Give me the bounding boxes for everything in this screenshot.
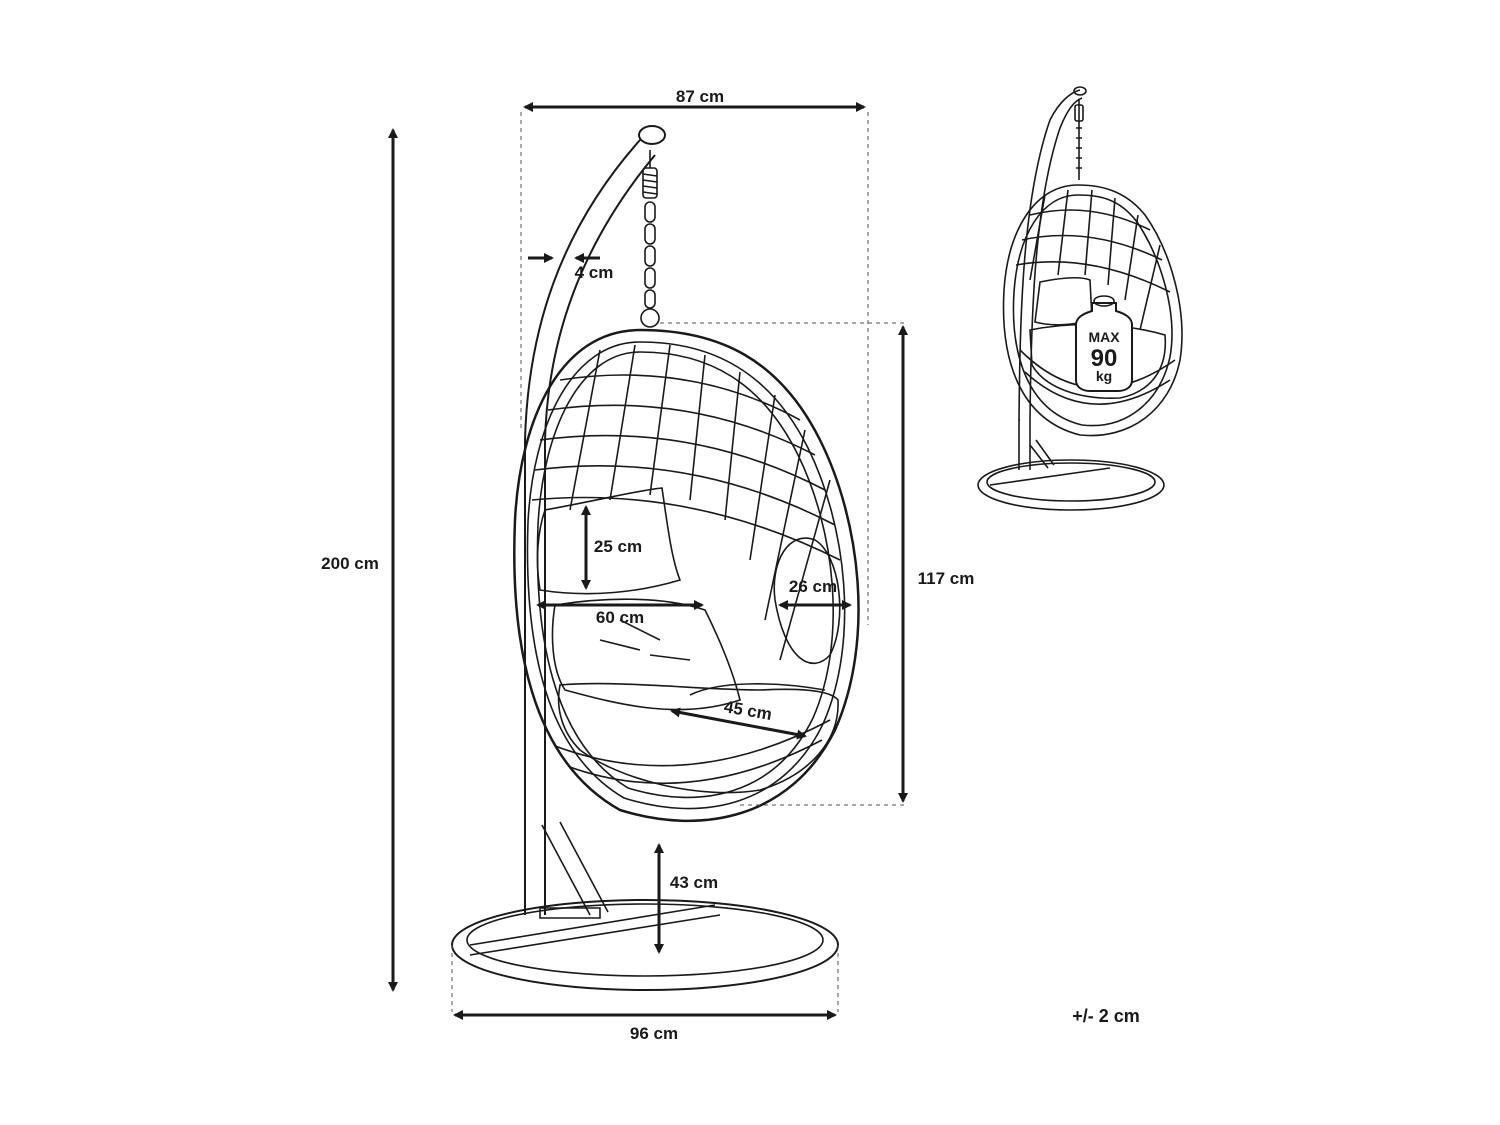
- weight-capacity-chair-drawing: MAX 90 kg: [977, 86, 1183, 511]
- hanging-chain: [640, 150, 660, 328]
- label-seat-width: 60 cm: [596, 608, 644, 627]
- weight-badge-line2: 90: [1091, 345, 1118, 372]
- tolerance-note: +/- 2 cm: [1072, 1006, 1140, 1026]
- weight-badge-line1: MAX: [1088, 329, 1120, 345]
- label-side-opening: 26 cm: [789, 577, 837, 596]
- stand-base: [451, 899, 839, 991]
- label-ground-clearance: 43 cm: [670, 873, 718, 892]
- egg-chair-shell: [513, 328, 860, 823]
- back-cushion: [536, 487, 682, 595]
- weight-badge-line3: kg: [1096, 368, 1112, 384]
- label-total-height: 200 cm: [321, 554, 379, 573]
- max-weight-badge: MAX 90 kg: [1075, 295, 1133, 392]
- label-pole-width: 4 cm: [575, 263, 614, 282]
- stand-pole: [524, 125, 666, 919]
- dimension-labels: 87 cm 4 cm 200 cm 117 cm 25 cm 60 cm 26 …: [321, 87, 1140, 1043]
- label-base-diameter: 96 cm: [630, 1024, 678, 1043]
- seat-cushion: [551, 598, 741, 711]
- main-chair-drawing: [451, 125, 860, 991]
- label-chair-height: 117 cm: [918, 569, 975, 588]
- label-seat-depth: 45 cm: [723, 697, 774, 724]
- label-backrest-height: 25 cm: [594, 537, 642, 556]
- label-top-width: 87 cm: [676, 87, 724, 106]
- dimension-lines: [388, 102, 908, 1020]
- front-cushion: [557, 682, 839, 794]
